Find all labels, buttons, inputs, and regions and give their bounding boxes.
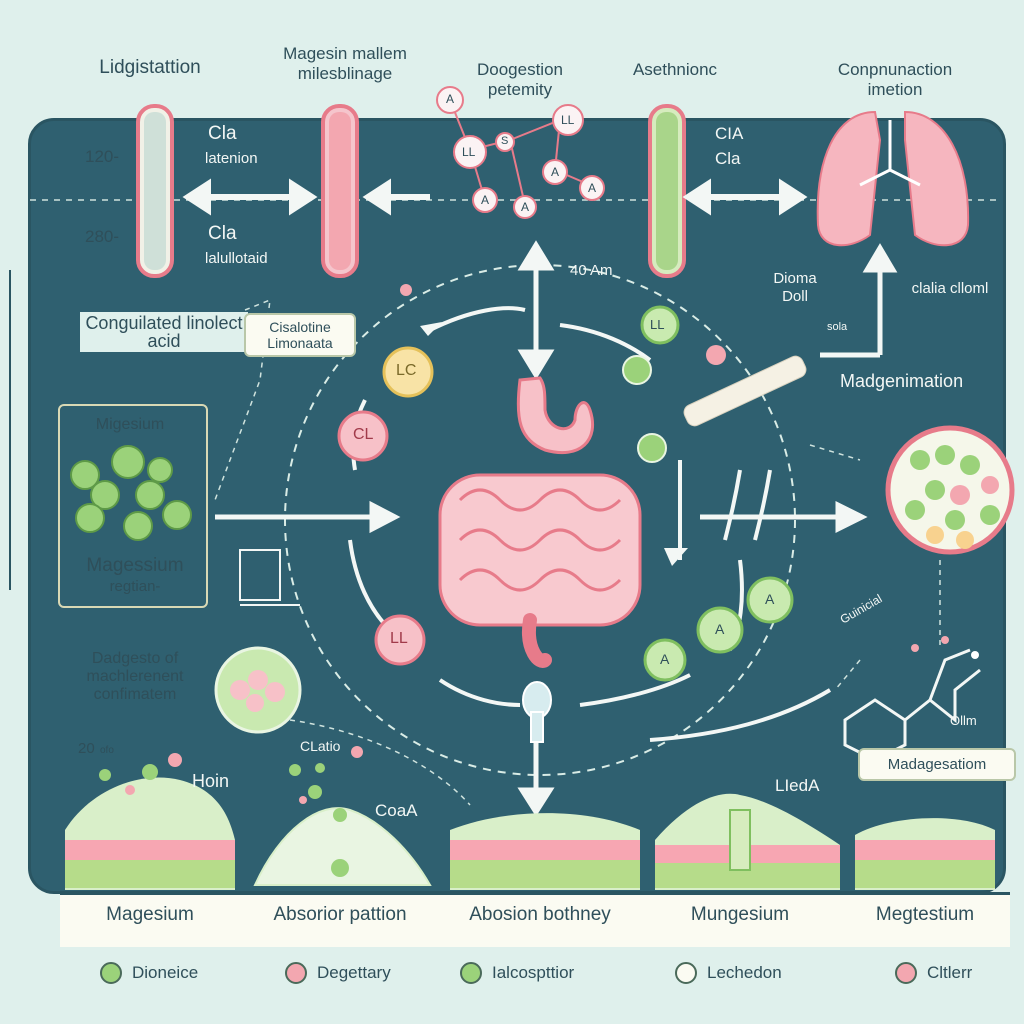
node-a2 [696, 606, 744, 654]
diona-label: Dioma Doll [773, 270, 817, 305]
tube1-top-sublabel: latenion [205, 150, 258, 167]
node-cl-label: CL [353, 426, 374, 443]
footer-cell-1: Magesium [106, 904, 194, 925]
legend-dot-1 [100, 962, 122, 984]
mol-a2: A [481, 193, 490, 207]
scale-label-top: 120- [85, 147, 120, 166]
conjugated-label: Conguilated linolect acid [80, 312, 248, 352]
mol-a4: A [551, 165, 560, 179]
test-tube-3 [648, 104, 686, 278]
mol-ll2: LL [561, 113, 575, 127]
magnesium-cluster [70, 445, 192, 541]
legend-dot-2 [285, 962, 307, 984]
legend-dot-4 [675, 962, 697, 984]
legend-dot-5 [895, 962, 917, 984]
footer-cell-2: Absorior pattion [273, 904, 407, 925]
mol-ll1: LL [462, 145, 476, 159]
tube4-top-sublabel: Cla [715, 149, 741, 168]
header-1: Lidgistattion [99, 57, 201, 78]
ollm-label: Ollm [950, 713, 977, 728]
node-a1 [643, 638, 687, 682]
node-a3-label: A [765, 591, 775, 607]
bone-icon [683, 355, 807, 427]
node-cl [337, 410, 389, 462]
test-tube-1 [136, 104, 174, 278]
chemical-structure [843, 636, 981, 762]
magnesium-box [58, 404, 208, 608]
header-3: Doogestion petemity [476, 60, 563, 99]
header-4: Asethnionc [632, 60, 718, 79]
lieda-label: LIedA [775, 776, 820, 795]
magnesium-box-title: Migesium [95, 416, 165, 433]
legend-dot-3 [460, 962, 482, 984]
mol-a3: A [521, 200, 530, 214]
lower-left-num-unit: ofo [100, 745, 114, 756]
legend-item-5: Cltlerr [895, 962, 972, 984]
node-lc [382, 346, 434, 398]
footer-cell-3: Abosion bothney [469, 904, 611, 925]
amount-label: 40 Am [570, 262, 613, 279]
scale-label-bottom: 280- [85, 227, 120, 246]
tube4-top-label: CIA [715, 124, 744, 143]
node-a3 [746, 576, 794, 624]
node-ll-label: LL [390, 630, 408, 647]
lungs-icon [816, 110, 970, 247]
nutrient-circle [885, 425, 1015, 555]
magnesium-box-bottom-title: Magessium [86, 555, 184, 576]
node-ll-top-label: LL [650, 317, 665, 332]
lower-left-title: Dadgesto of machlerenent confimatem [86, 650, 184, 703]
test-tube-2 [321, 104, 359, 278]
intestine-icon [438, 473, 642, 668]
node-lc-label: LC [396, 362, 417, 379]
legend-item-3: Ialcospttior [460, 962, 574, 984]
diona-sublabel: sola [827, 321, 848, 333]
hoin-label: Hoin [192, 771, 230, 791]
bubble-circle [214, 646, 302, 734]
madagesation-box: Madagesatiom [858, 748, 1016, 781]
magnesium-box-bottom-sub: regtian- [109, 578, 161, 595]
node-ll [374, 614, 426, 666]
node-ll-top [640, 305, 680, 345]
footer-row [60, 892, 1010, 947]
tissue-strip [65, 777, 995, 890]
header-5: Conpnunaction imetion [837, 60, 953, 99]
coal-label: CoaA [375, 801, 418, 820]
right-clalia-label: clalia clloml [911, 280, 989, 297]
node-a2-label: A [715, 621, 725, 637]
mol-a5: A [588, 181, 597, 195]
stomach-icon [516, 376, 595, 455]
callout-box: Cisalotine Limonaata [244, 313, 356, 357]
header-2: Magesin mallem milesblinage [283, 44, 407, 83]
legend-item-1: Dioneice [100, 962, 198, 984]
lower-left-num: 20 [78, 740, 95, 757]
tube1-top-label: Cla [208, 123, 237, 144]
mol-s: S [501, 135, 509, 147]
funnel-icon [522, 681, 552, 743]
legend-item-4: Lechedon [675, 962, 782, 984]
molecule-network [436, 86, 605, 219]
clatio-label: CLatio [300, 738, 341, 754]
footer-cell-4: Mungesium [690, 904, 790, 925]
tube1-bottom-label: Cla [208, 223, 237, 244]
footer-cell-5: Megtestium [875, 904, 975, 925]
tube1-bottom-sublabel: lalullotaid [205, 250, 268, 267]
node-a1-label: A [660, 651, 670, 667]
mol-a1: A [446, 92, 455, 106]
magenimation-label: Madgenimation [840, 371, 964, 391]
legend-item-2: Degettary [285, 962, 391, 984]
